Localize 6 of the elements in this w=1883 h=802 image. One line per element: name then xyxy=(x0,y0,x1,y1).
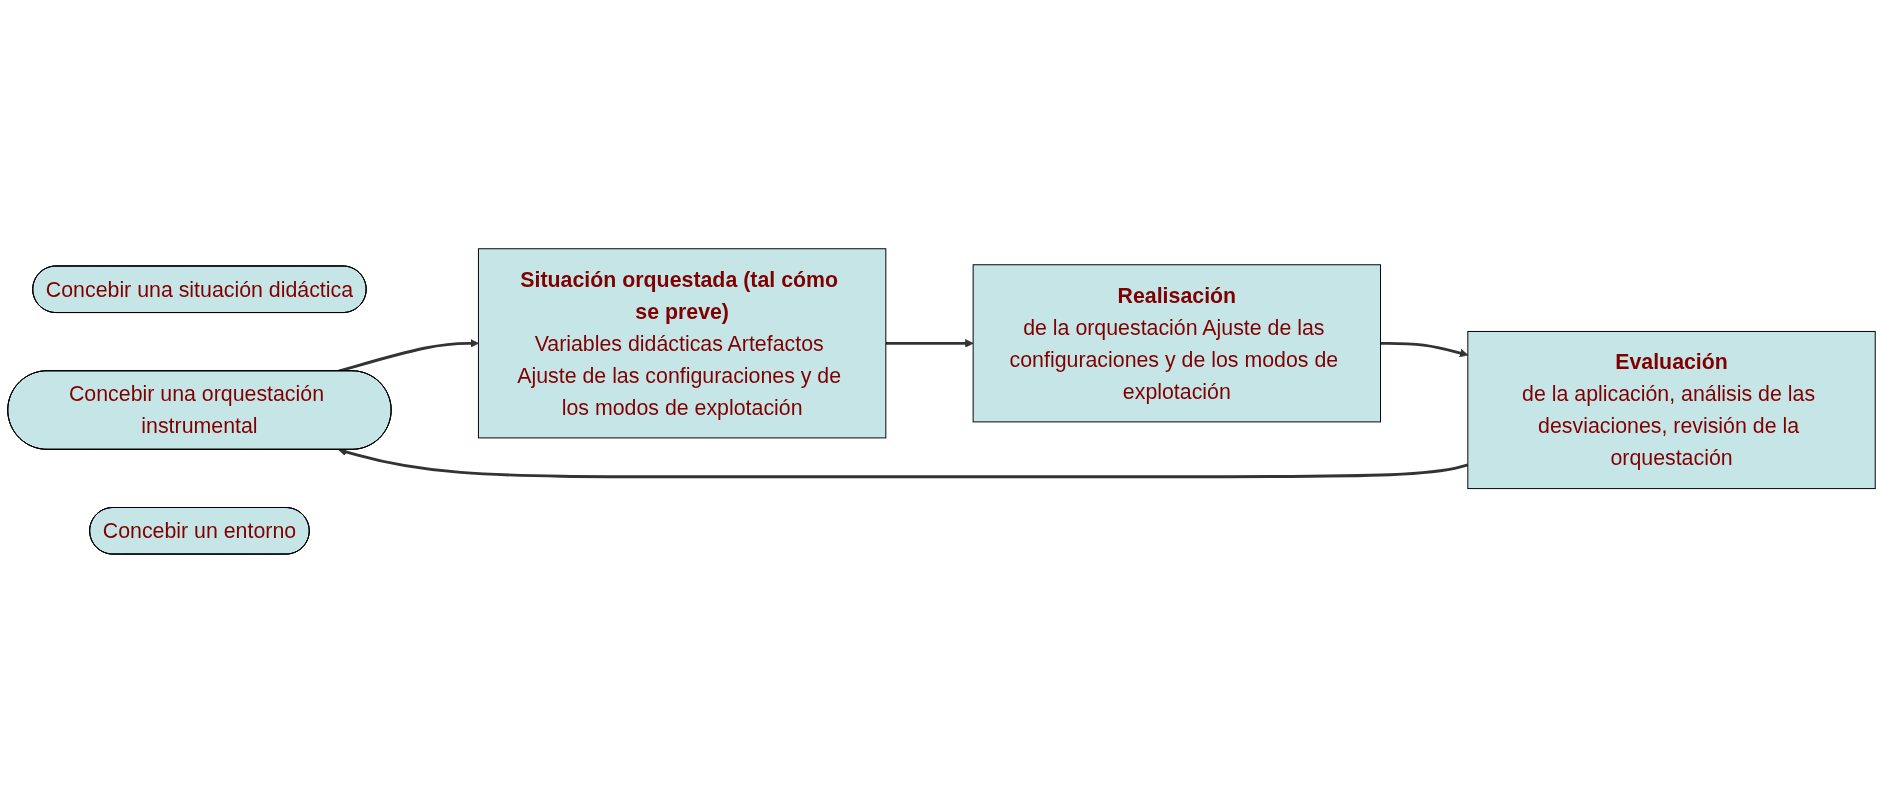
arrow xyxy=(1380,341,1469,357)
node-box: Situación orquestada (tal cómo se preve) Variables didácticas Artefactos Ajuste de las configuraciones y de los modos de explotación xyxy=(477,247,887,438)
arrow xyxy=(885,338,974,348)
arrow xyxy=(338,447,1469,478)
node-box: Realisación de la orquestación Ajuste de las configuraciones y de los modos de explotación xyxy=(972,263,1381,422)
node-box: Evaluación de la aplicación, análisis de las desviaciones, revisión de la orquestación xyxy=(1467,330,1876,489)
